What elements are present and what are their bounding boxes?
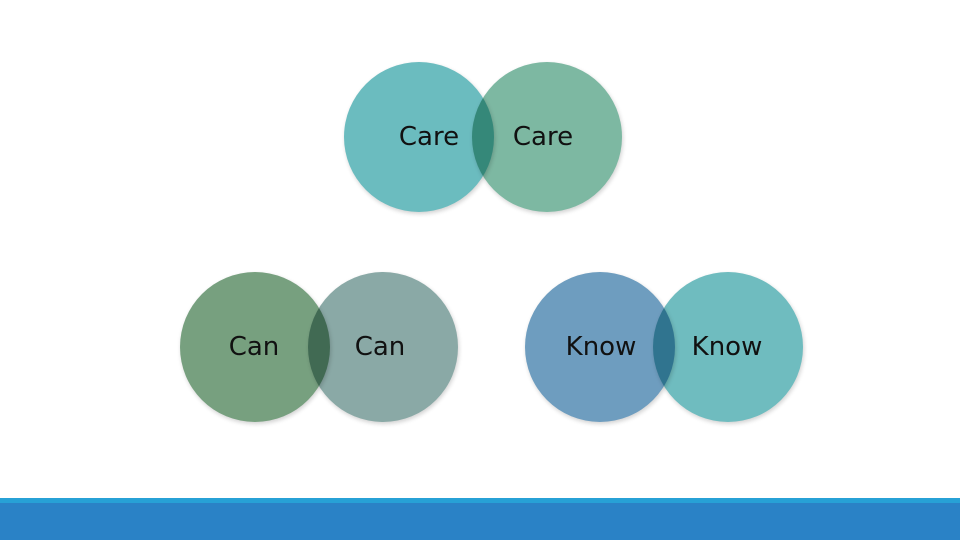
know-left-label: Know	[565, 332, 637, 362]
care-venn-pair: Care Care	[344, 62, 622, 214]
know-venn-pair: Know Know	[525, 272, 803, 424]
can-right-circle: Can	[308, 272, 458, 422]
can-left-label: Can	[228, 332, 280, 362]
care-left-circle: Care	[344, 62, 494, 212]
footer-accent-stripe	[0, 498, 960, 503]
know-right-label: Know	[691, 332, 763, 362]
can-venn-pair: Can Can	[180, 272, 458, 424]
care-right-circle: Care	[472, 62, 622, 212]
can-left-circle: Can	[180, 272, 330, 422]
care-right-label: Care	[512, 122, 574, 152]
care-left-label: Care	[398, 122, 460, 152]
venn-diagram: Care Care Can Can Know Know	[180, 62, 803, 424]
know-right-circle: Know	[653, 272, 803, 422]
footer-band	[0, 503, 960, 540]
know-left-circle: Know	[525, 272, 675, 422]
can-right-label: Can	[354, 332, 406, 362]
